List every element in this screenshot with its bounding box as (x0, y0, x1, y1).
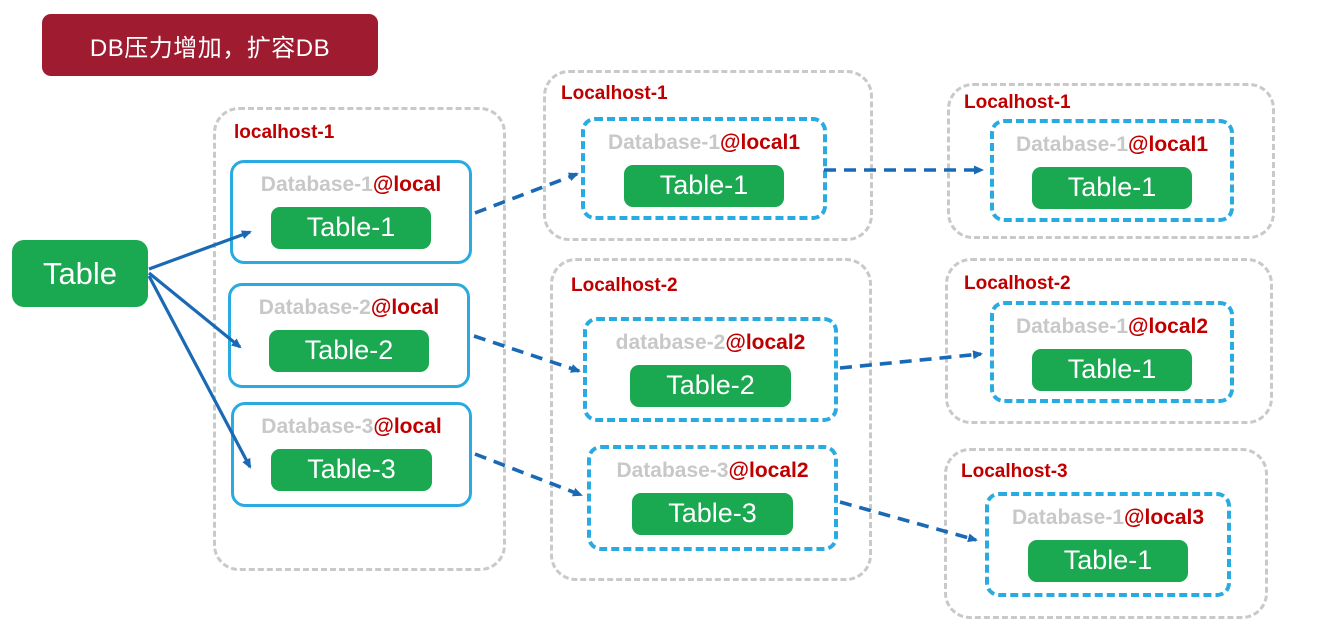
host-stage2-localhost-2: Localhost-2 (550, 258, 872, 581)
db-label: Database-3@local (261, 415, 441, 438)
db-name: Database-2 (258, 296, 371, 319)
db-host-suffix: @local3 (1124, 506, 1205, 529)
table-node: Table-2 (268, 330, 430, 372)
host-label: localhost-1 (234, 122, 335, 143)
table-node: Table-1 (1031, 167, 1193, 209)
host-stage3-localhost-2: Localhost-2 (945, 258, 1273, 424)
db-host-suffix: @local1 (720, 131, 801, 154)
host-stage2-localhost-1: Localhost-1 (543, 70, 873, 241)
title-text: DB压力增加，扩容DB (89, 34, 331, 62)
db-node-stage2-database-1: Database-1@local1 Table-1 (581, 117, 827, 220)
db-label: Database-1@local2 (1016, 315, 1208, 338)
table-node: Table-2 (630, 365, 791, 407)
db-host-suffix: @local1 (1128, 133, 1209, 156)
db-node-stage3-h1-database-1: Database-1@local1 Table-1 (990, 119, 1234, 222)
db-node-stage2-database-2: database-2@local2 Table-2 (583, 317, 838, 422)
db-host-suffix: @local2 (1128, 315, 1209, 338)
db-node-stage1-database-1: Database-1@local Table-1 (230, 160, 472, 264)
host-stage3-localhost-1: Localhost-1 (947, 83, 1275, 239)
host-label: Localhost-2 (571, 275, 678, 296)
host-label: Localhost-1 (964, 92, 1071, 113)
db-name: Database-3 (616, 459, 729, 482)
db-host-suffix: @local2 (728, 459, 809, 482)
host-label: Localhost-1 (561, 83, 668, 104)
db-name: Database-1 (607, 131, 721, 154)
db-node-stage3-h2-database-1: Database-1@local2 Table-1 (990, 301, 1234, 403)
db-label: Database-1@local1 (1016, 133, 1208, 156)
db-host-suffix: @local2 (725, 331, 806, 354)
table-node: Table-1 (1027, 540, 1189, 582)
db-host-suffix: @local (373, 415, 442, 438)
db-host-suffix: @local (370, 296, 440, 319)
db-node-stage1-database-2: Database-2@local Table-2 (228, 283, 470, 388)
db-label: Database-2@local (259, 296, 439, 319)
db-name: Database-1 (1015, 133, 1129, 156)
db-label: Database-1@local3 (1012, 506, 1204, 529)
db-name: Database-1 (1011, 506, 1125, 529)
host-label: Localhost-2 (964, 273, 1071, 294)
title-banner: DB压力增加，扩容DB (42, 14, 378, 76)
source-table-node: Table (12, 240, 148, 307)
db-node-stage2-database-3: Database-3@local2 Table-3 (587, 445, 838, 551)
table-node: Table-3 (271, 449, 432, 491)
db-node-stage3-h3-database-1: Database-1@local3 Table-1 (985, 492, 1231, 597)
db-label: Database-3@local2 (616, 459, 808, 482)
table-node: Table-1 (1031, 349, 1193, 391)
host-label: Localhost-3 (961, 461, 1068, 482)
table-node: Table-1 (270, 207, 432, 249)
db-name: Database-1 (260, 173, 373, 196)
db-label: Database-1@local1 (608, 131, 800, 154)
table-node: Table-1 (623, 165, 785, 207)
db-host-suffix: @local (372, 173, 442, 196)
db-name: Database-1 (1015, 315, 1129, 338)
db-name: Database-3 (261, 415, 374, 438)
table-node: Table-3 (632, 493, 793, 535)
db-label: database-2@local2 (616, 331, 806, 354)
db-name: database-2 (615, 331, 726, 354)
db-label: Database-1@local (261, 173, 441, 196)
db-node-stage1-database-3: Database-3@local Table-3 (231, 402, 472, 507)
source-table-label: Table (42, 255, 118, 291)
